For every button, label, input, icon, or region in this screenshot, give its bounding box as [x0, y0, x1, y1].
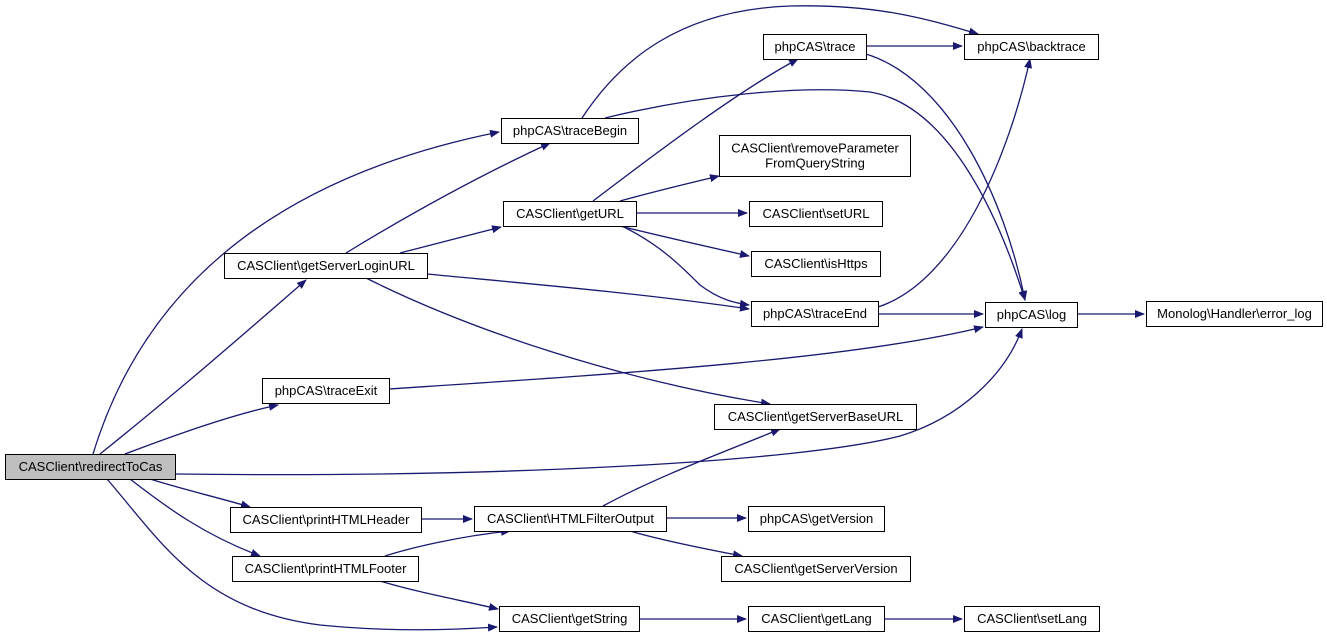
node-label-traceEnd: phpCAS\traceEnd [763, 306, 867, 321]
node-getString[interactable]: CASClient\getString [499, 606, 640, 632]
node-box-traceBegin [501, 118, 639, 144]
node-printHTMLFooter[interactable]: CASClient\printHTMLFooter [232, 556, 419, 582]
node-box-traceExit [262, 378, 390, 404]
node-layer: CASClient\redirectToCas phpCAS\traceBegin… [5, 34, 1323, 632]
node-label-getLang: CASClient\getLang [761, 611, 872, 626]
node-label-getServerVersion: CASClient\getServerVersion [734, 561, 897, 576]
node-error_log[interactable]: Monolog\Handler\error_log [1146, 301, 1323, 327]
edge-traceBegin-to-backtrace [581, 5, 979, 119]
node-label-error_log: Monolog\Handler\error_log [1157, 306, 1312, 321]
node-label-removeParameter-1: FromQueryString [765, 156, 865, 171]
node-box-HTMLFilterOutput [474, 506, 667, 532]
node-label-printHTMLHeader: CASClient\printHTMLHeader [243, 512, 411, 527]
node-setURL[interactable]: CASClient\setURL [749, 201, 883, 227]
node-printHTMLHeader[interactable]: CASClient\printHTMLHeader [230, 507, 422, 533]
node-label-isHttps: CASClient\isHttps [764, 256, 868, 271]
edge-redirectToCas-to-getServerLoginURL [99, 279, 307, 455]
edge-getURL-to-isHttps [619, 225, 750, 258]
node-box-getString [499, 606, 640, 632]
node-box-backtrace [964, 34, 1099, 60]
node-box-getVersion [748, 506, 885, 532]
node-box-printHTMLHeader [230, 507, 422, 533]
edge-trace-to-log [865, 53, 1028, 301]
edge-getURL-to-traceEnd [621, 225, 750, 308]
node-backtrace[interactable]: phpCAS\backtrace [964, 34, 1099, 60]
node-box-getServerVersion [721, 556, 911, 582]
edge-getServerLoginURL-to-traceBegin [345, 142, 551, 254]
node-label-setURL: CASClient\setURL [763, 206, 870, 221]
edge-HTMLFilterOutput-to-getServerBaseURL [602, 428, 781, 507]
node-label-getURL: CASClient\getURL [516, 206, 624, 221]
node-HTMLFilterOutput[interactable]: CASClient\HTMLFilterOutput [474, 506, 667, 532]
node-box-getServerLoginURL [224, 253, 428, 279]
node-redirectToCas[interactable]: CASClient\redirectToCas [5, 454, 176, 480]
edge-getURL-to-trace [592, 58, 799, 202]
node-box-getURL [503, 201, 637, 227]
node-box-log [985, 302, 1078, 328]
node-box-getServerBaseURL [714, 404, 917, 430]
node-trace[interactable]: phpCAS\trace [763, 34, 867, 60]
node-getServerVersion[interactable]: CASClient\getServerVersion [721, 556, 911, 582]
node-label-getServerBaseURL: CASClient\getServerBaseURL [728, 409, 904, 424]
node-box-traceEnd [751, 301, 879, 327]
node-box-trace [763, 34, 867, 60]
node-log[interactable]: phpCAS\log [985, 302, 1078, 328]
edge-redirectToCas-to-printHTMLFooter [129, 478, 261, 557]
node-box-printHTMLFooter [232, 556, 419, 582]
node-label-getString: CASClient\getString [512, 611, 628, 626]
node-label-printHTMLFooter: CASClient\printHTMLFooter [245, 561, 407, 576]
node-box-getLang [748, 606, 885, 632]
node-box-setLang [964, 606, 1100, 632]
node-traceExit[interactable]: phpCAS\traceExit [262, 378, 390, 404]
edge-getServerLoginURL-to-getServerBaseURL [365, 277, 771, 407]
node-label-log: phpCAS\log [997, 307, 1066, 322]
node-getLang[interactable]: CASClient\getLang [748, 606, 885, 632]
node-label-setLang: CASClient\setLang [977, 611, 1087, 626]
edge-traceExit-to-log [388, 325, 984, 390]
node-label-traceBegin: phpCAS\traceBegin [513, 123, 627, 138]
edge-getServerLoginURL-to-traceEnd [426, 273, 750, 312]
edge-printHTMLFooter-to-HTMLFilterOutput [384, 527, 511, 557]
node-label-removeParameter-0: CASClient\removeParameter [731, 141, 899, 156]
edge-redirectToCas-to-log [174, 328, 1023, 476]
node-label-getVersion: phpCAS\getVersion [760, 511, 873, 526]
node-getVersion[interactable]: phpCAS\getVersion [748, 506, 885, 532]
edge-redirectToCas-to-traceBegin [92, 129, 500, 455]
node-box-error_log [1146, 301, 1323, 327]
node-getServerBaseURL[interactable]: CASClient\getServerBaseURL [714, 404, 917, 430]
node-label-traceExit: phpCAS\traceExit [275, 383, 378, 398]
edge-HTMLFilterOutput-to-getServerVersion [629, 530, 743, 559]
node-isHttps[interactable]: CASClient\isHttps [751, 251, 881, 277]
node-getURL[interactable]: CASClient\getURL [503, 201, 637, 227]
node-label-backtrace: phpCAS\backtrace [977, 39, 1085, 54]
node-setLang[interactable]: CASClient\setLang [964, 606, 1100, 632]
edge-layer [92, 5, 1145, 632]
node-box-removeParameter [719, 135, 911, 177]
node-label-redirectToCas: CASClient\redirectToCas [19, 459, 163, 474]
edge-redirectToCas-to-traceExit [124, 402, 279, 455]
node-box-setURL [749, 201, 883, 227]
node-label-getServerLoginURL: CASClient\getServerLoginURL [237, 258, 415, 273]
edge-redirectToCas-to-printHTMLHeader [149, 478, 251, 509]
edge-traceEnd-to-backtrace [877, 58, 1032, 308]
node-getServerLoginURL[interactable]: CASClient\getServerLoginURL [224, 253, 428, 279]
edge-getURL-to-removeParameter [619, 174, 720, 202]
node-traceEnd[interactable]: phpCAS\traceEnd [751, 301, 879, 327]
edge-printHTMLFooter-to-getString [379, 580, 499, 611]
node-box-redirectToCas [5, 454, 176, 480]
edge-redirectToCas-to-getString [106, 478, 498, 632]
edge-traceBegin-to-log [604, 89, 1027, 301]
node-box-isHttps [751, 251, 881, 277]
edge-getServerLoginURL-to-getURL [399, 225, 502, 254]
node-label-trace: phpCAS\trace [775, 39, 856, 54]
node-label-HTMLFilterOutput: CASClient\HTMLFilterOutput [487, 511, 654, 526]
node-traceBegin[interactable]: phpCAS\traceBegin [501, 118, 639, 144]
